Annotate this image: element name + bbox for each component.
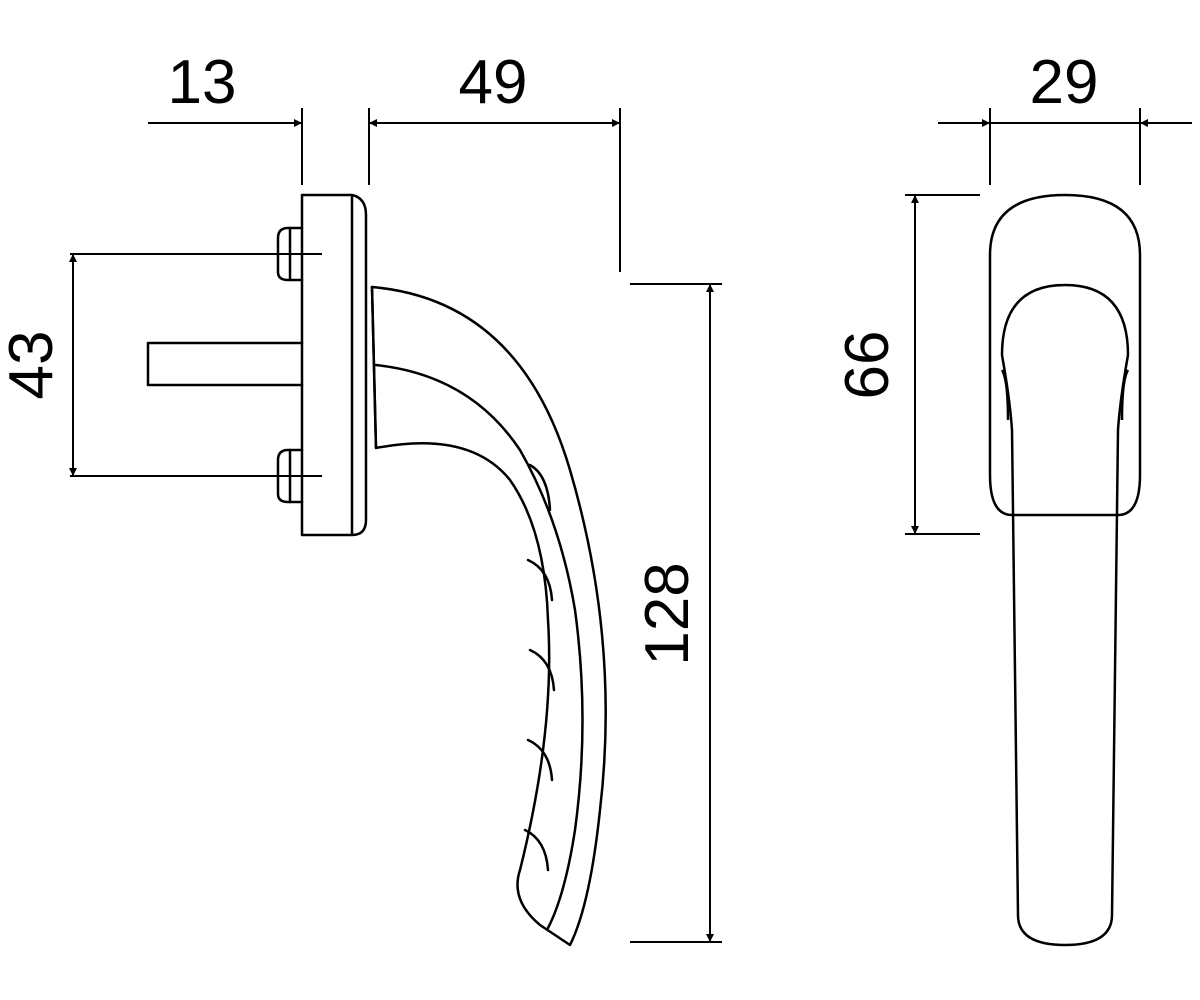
side-view-dimension-lines [69,119,714,942]
front-view-dimension-lines [911,119,1192,534]
dim-label-29: 29 [1030,48,1099,117]
spindle [146,341,304,387]
side-view-extension-lines [70,108,722,943]
front-view-extension-lines [905,108,1141,535]
dim-label-43: 43 [0,331,66,400]
front-handle [1000,283,1130,947]
rose-plate [300,193,368,537]
front-view [988,193,1142,947]
handle-lever [370,285,607,947]
dim-label-66: 66 [833,331,902,400]
dim-label-49: 49 [459,48,528,117]
front-rose [988,193,1142,517]
dim-label-128: 128 [633,562,702,665]
side-view [146,193,607,947]
dim-label-13: 13 [168,48,237,117]
